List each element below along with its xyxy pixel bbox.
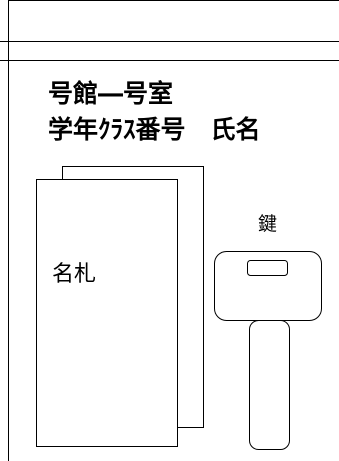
class-name-label: 学年ｸﾗｽ番号 氏名 [48,115,261,144]
key-shaft [249,320,290,450]
key-hole [247,260,288,276]
key-label: 鍵 [258,213,278,235]
nameplate-front-card [36,179,178,447]
nameplate-label: 名札 [52,262,97,287]
room-label: 号館―号室 [48,79,174,108]
